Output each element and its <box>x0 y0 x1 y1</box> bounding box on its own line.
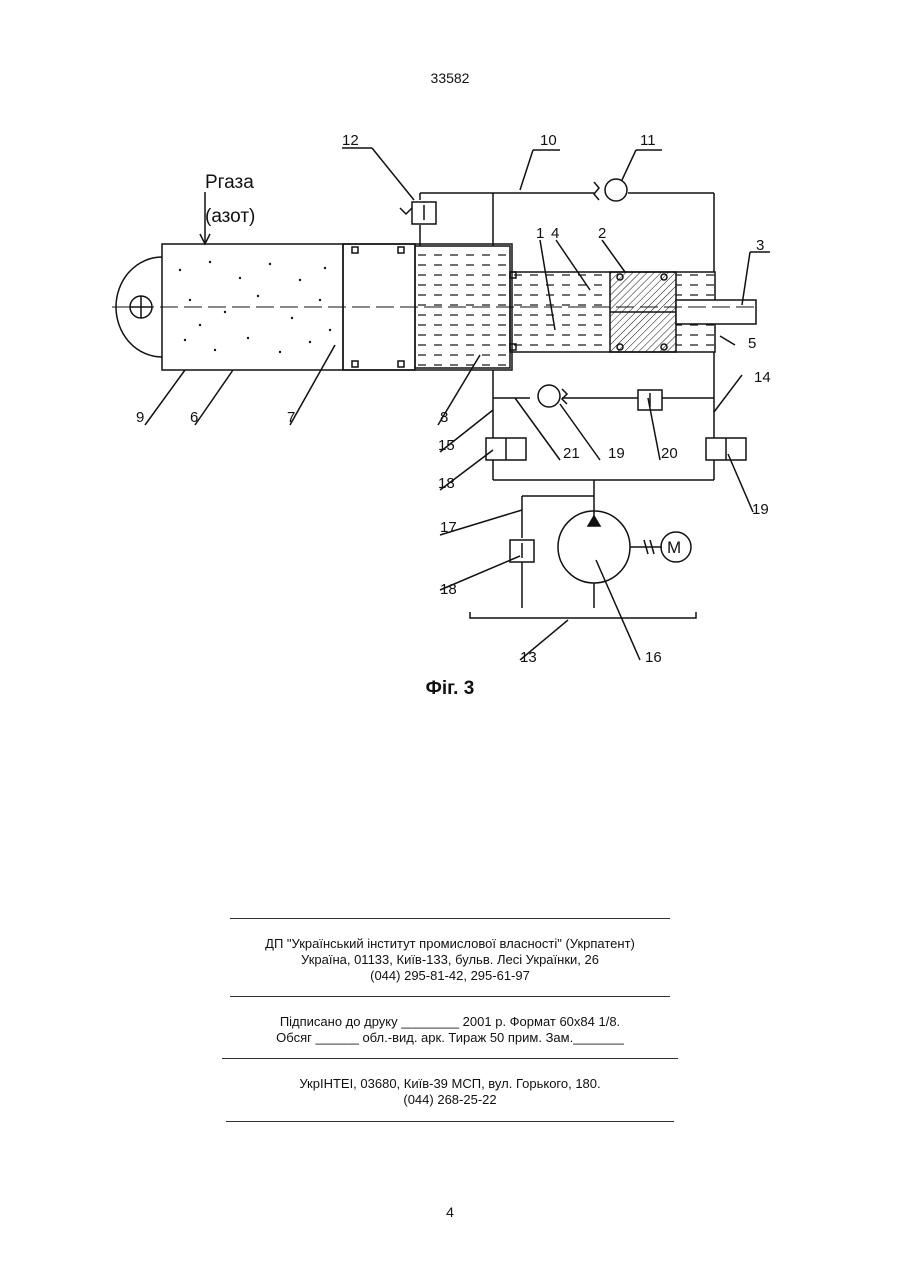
imprint-org: ДП "Український інститут промислової вла… <box>0 936 900 952</box>
hydraulic-schematic: Pгаза (азот) M 12 10 11 1 4 2 3 5 14 9 6… <box>0 0 900 680</box>
divider <box>230 918 670 919</box>
callout-12: 12 <box>342 132 359 149</box>
imprint-printer-phone: (044) 268-25-22 <box>0 1092 900 1108</box>
callout-13: 13 <box>520 649 537 666</box>
callout-5: 5 <box>748 335 756 352</box>
gas-type-label: (азот) <box>205 206 255 227</box>
callout-11: 11 <box>640 132 656 149</box>
imprint-printer: УкрІНТЕІ, 03680, Київ-39 МСП, вул. Горьк… <box>0 1076 900 1092</box>
figure-caption: Фіг. 3 <box>0 678 900 700</box>
divider <box>230 996 670 997</box>
callout-1: 1 <box>536 225 544 242</box>
callout-4: 4 <box>551 225 559 242</box>
imprint-address: Україна, 01133, Київ-133, бульв. Лесі Ук… <box>0 952 900 968</box>
motor-label: M <box>667 538 681 557</box>
page-number-bottom: 4 <box>0 1204 900 1220</box>
callout-19-left: 18 <box>438 475 455 492</box>
callout-14: 14 <box>754 369 771 386</box>
callout-18: 18 <box>440 581 457 598</box>
callout-7: 7 <box>287 409 295 426</box>
callout-6: 6 <box>190 409 198 426</box>
gas-pressure-label: Pгаза <box>205 172 254 193</box>
tank-bracket <box>470 612 696 618</box>
piston-rod <box>676 300 756 324</box>
check-valve-20 <box>538 385 560 407</box>
callout-10: 10 <box>540 132 557 149</box>
check-valve-11 <box>605 179 627 201</box>
callout-20: 19 <box>608 445 625 462</box>
imprint-phone: (044) 295-81-42, 295-61-97 <box>0 968 900 984</box>
imprint-print-line-1: Підписано до друку ________ 2001 р. Форм… <box>0 1014 900 1030</box>
divider <box>226 1121 674 1122</box>
callout-19-right: 19 <box>752 501 769 518</box>
callout-2: 2 <box>598 225 606 242</box>
callout-9: 9 <box>136 409 144 426</box>
callout-16: 16 <box>645 649 662 666</box>
callout-15: 15 <box>438 437 455 454</box>
divider <box>222 1058 678 1059</box>
callout-17: 17 <box>440 519 457 536</box>
callout-22: 21 <box>563 445 580 462</box>
callout-21: 20 <box>661 445 678 462</box>
callout-8: 8 <box>440 409 448 426</box>
imprint-print-line-2: Обсяг ______ обл.-вид. арк. Тираж 50 при… <box>0 1030 900 1046</box>
callout-3: 3 <box>756 237 764 254</box>
